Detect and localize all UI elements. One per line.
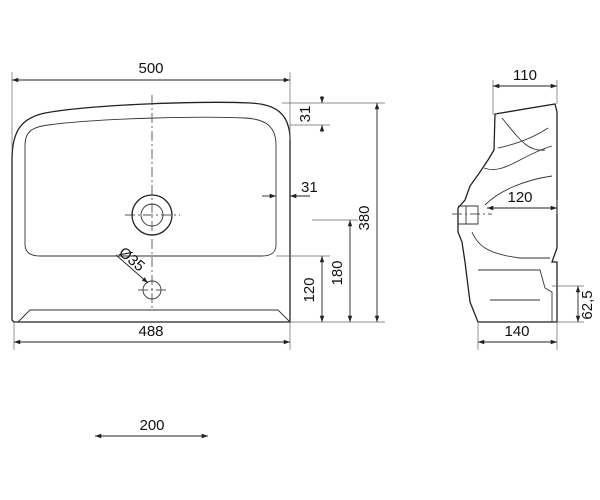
- basin-inner-bowl: [24, 116, 277, 257]
- inner-width-label: 488: [138, 323, 163, 340]
- dimension-top-width: 500: [11, 60, 291, 150]
- side-inner-curve: [483, 117, 553, 171]
- top-rim-label: 31: [297, 106, 314, 123]
- tap-offset-label: 31: [301, 179, 318, 196]
- side-top-depth-label: 110: [513, 67, 537, 84]
- side-small-height-label: 62,5: [579, 290, 596, 319]
- tap-hole-inner: [140, 203, 164, 227]
- dimension-top-rim: 31: [282, 96, 330, 132]
- side-bowl-curve: [471, 175, 553, 322]
- front-view: Ø35: [11, 95, 291, 323]
- drain-diameter-leader: [115, 254, 149, 284]
- dimension-side-top-depth: 110: [492, 67, 558, 115]
- tap-hole-outer: [131, 194, 173, 236]
- dimension-lower-height: 120: [276, 255, 360, 323]
- dimension-inner-width: 488: [13, 322, 291, 350]
- side-drain-detail: [458, 205, 479, 225]
- basin-outer-outline: [11, 101, 291, 323]
- side-bottom-depth-label: 140: [504, 323, 529, 340]
- dimension-side-small-height: 62,5: [552, 285, 596, 323]
- top-width-label: 500: [138, 60, 163, 77]
- total-height-label: 380: [356, 205, 373, 230]
- drain-diameter-label: Ø35: [115, 244, 148, 275]
- basin-bottom-plinth: [17, 309, 291, 323]
- drain-height-label: 180: [329, 260, 346, 285]
- dimension-bottom-width: 200: [95, 417, 208, 439]
- dimension-tap-offset: 31: [262, 179, 318, 199]
- dimension-side-mid-depth: 120: [487, 189, 558, 214]
- bottom-width-label: 200: [139, 417, 164, 434]
- dimension-drain-height: 180: [312, 219, 358, 322]
- side-mid-depth-label: 120: [507, 189, 532, 206]
- lower-height-label: 120: [301, 277, 318, 302]
- dimension-total-height: 380: [330, 102, 385, 323]
- side-view: [452, 103, 558, 323]
- dimension-side-bottom-depth: 140: [477, 322, 558, 350]
- side-profile-outline: [457, 103, 558, 323]
